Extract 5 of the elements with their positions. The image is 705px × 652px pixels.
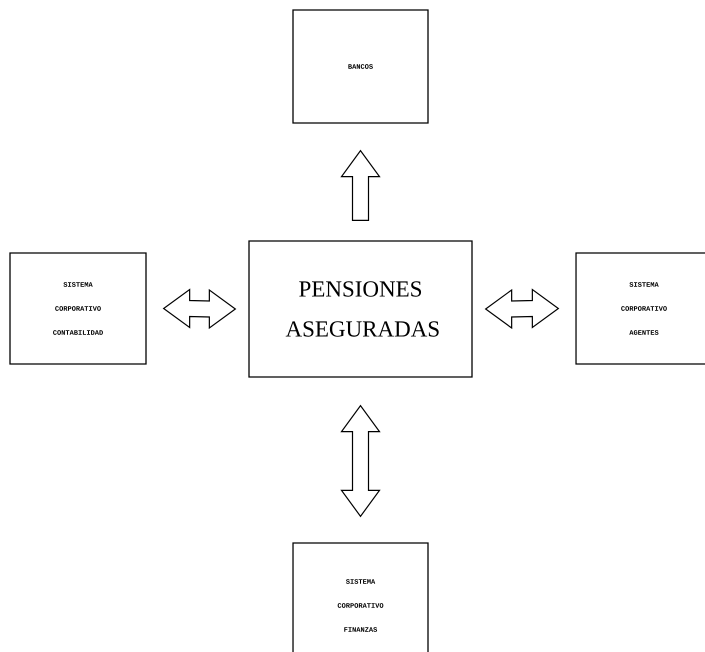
block-arrow [340,150,381,221]
process-box: PENSIONES ASEGURADAS [248,240,473,378]
block-arrow [484,288,560,330]
block-arrow [162,288,236,330]
block-arrow [340,404,381,518]
